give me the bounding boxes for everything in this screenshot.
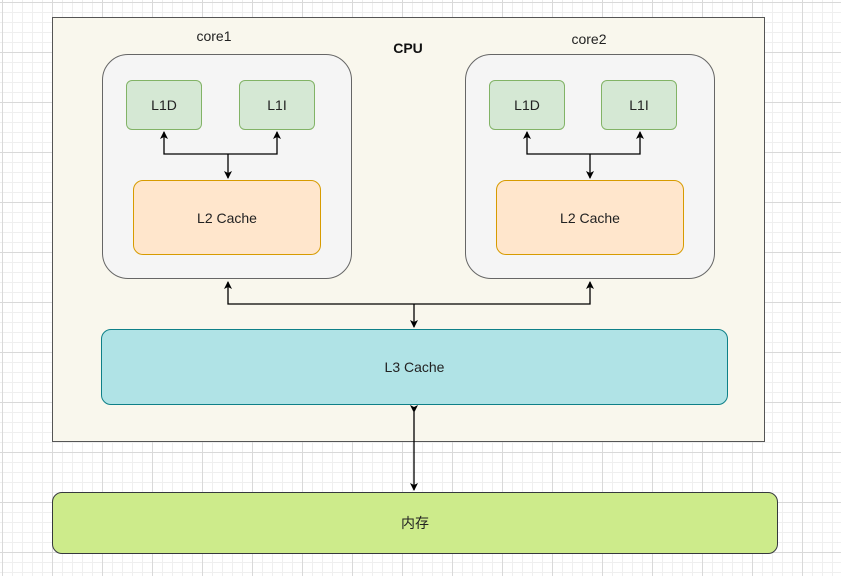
- cpu-label: CPU: [393, 40, 423, 56]
- core1-l1d-cache: L1D: [126, 80, 202, 130]
- l3-cache: L3 Cache: [101, 329, 728, 405]
- core1-label: core1: [196, 28, 232, 44]
- main-memory: 内存: [52, 492, 778, 554]
- core2-l1d-cache: L1D: [489, 80, 565, 130]
- core1-l1i-cache: L1I: [239, 80, 315, 130]
- core2-l1i-cache: L1I: [601, 80, 677, 130]
- core2-l2-cache: L2 Cache: [496, 180, 684, 255]
- core1-l2-cache: L2 Cache: [133, 180, 321, 255]
- core2-label: core2: [571, 31, 607, 47]
